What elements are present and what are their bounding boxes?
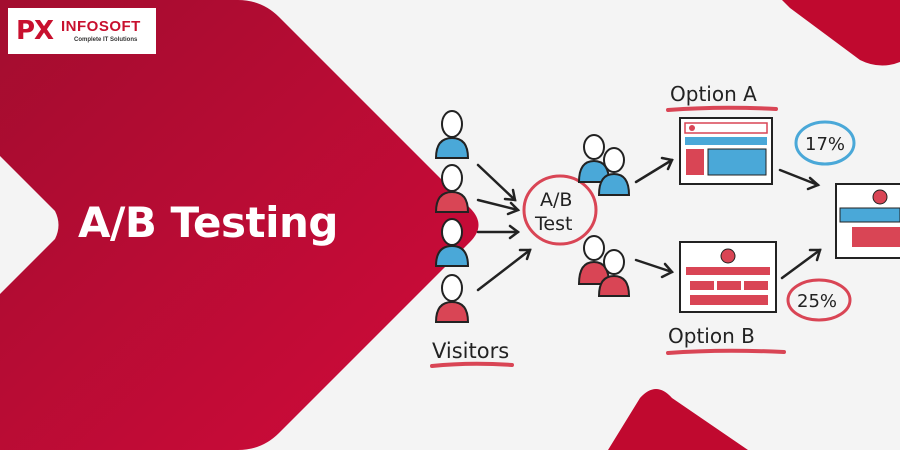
ab-test-label-line1: A/B [540, 189, 572, 211]
option-b-rate: 25% [797, 291, 837, 312]
option-a-rate: 17% [805, 134, 845, 155]
group-users-icon-blue [577, 134, 631, 196]
group-users-icon-red [577, 235, 631, 297]
logo-tagline: Complete IT Solutions [74, 37, 138, 43]
ab-test-label-line2: Test [534, 213, 572, 235]
option-a-underline [666, 105, 778, 112]
company-logo: PX INFOSOFT Complete IT Solutions [8, 8, 156, 54]
red-chevron-shape [0, 0, 479, 450]
option-b-label: Option B [668, 324, 755, 348]
option-a-page-icon [679, 117, 773, 185]
ab-test-circle [522, 174, 598, 246]
option-b-rate-circle [786, 278, 852, 322]
logo-mark: PX [16, 16, 54, 46]
logo-name: INFOSOFT [61, 18, 141, 35]
visitors-underline [430, 361, 514, 368]
corner-shape-top-right [782, 0, 900, 66]
visitor-person-icon-red-1 [434, 164, 470, 213]
corner-shape-bottom [608, 389, 748, 450]
left-notch-shape [0, 156, 59, 294]
visitors-label: Visitors [432, 339, 509, 363]
option-a-rate-circle [794, 120, 856, 166]
option-arrows [634, 156, 822, 280]
visitor-person-icon-red-2 [434, 274, 470, 323]
option-a-label: Option A [670, 82, 757, 106]
visitor-person-icon-blue-2 [434, 218, 470, 267]
option-b-page-icon [679, 241, 777, 313]
option-b-underline [666, 348, 786, 355]
visitor-person-icon-blue-1 [434, 110, 470, 159]
visitor-arrows [476, 163, 532, 292]
page-title: A/B Testing [78, 198, 338, 247]
result-page-icon [835, 183, 900, 259]
